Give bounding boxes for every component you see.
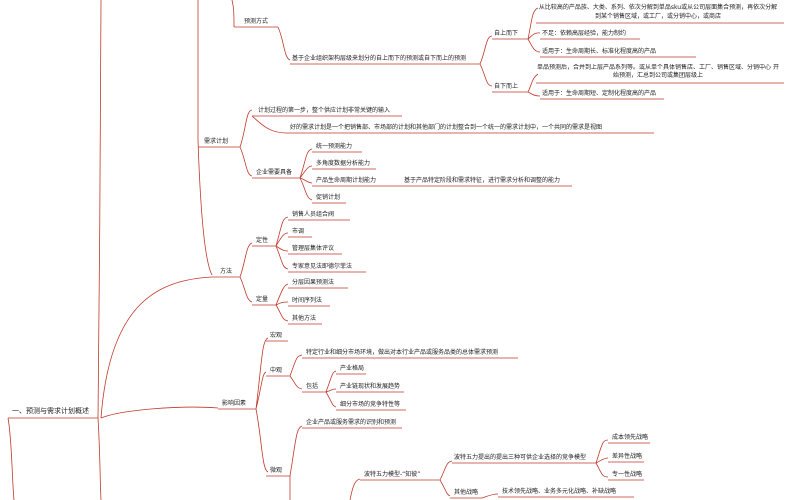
edge-micro-split xyxy=(289,425,303,500)
node-strat2[interactable]: 差异性战略 xyxy=(612,452,642,460)
node-q3[interactable]: 管理层集体评议 xyxy=(292,244,334,252)
node-macro[interactable]: 宏观 xyxy=(270,331,282,339)
edge-include-split xyxy=(325,370,337,408)
node-n2[interactable]: 时间序列法 xyxy=(292,296,322,304)
node-ability1[interactable]: 统一预测能力 xyxy=(316,142,352,150)
node-bottom-up-desc-box: 单品预测后，合并到上层产品系列等。或从单个具体销售店、工厂、销售区域、分销中心 … xyxy=(537,64,779,79)
node-plan-step1[interactable]: 计划过程的第一步，整个供应计划非常关键的输入 xyxy=(258,106,390,114)
node-porter-desc[interactable]: 波特五力提出的提出三种可供企业选择的竞争模型 xyxy=(454,453,586,461)
node-top-down[interactable]: 自上而下 xyxy=(494,29,518,37)
node-meso-desc[interactable]: 特定行业和细分市场环境，做出对本行业产品或服务品类的总体需求预测 xyxy=(306,348,498,356)
node-bottom-up-desc[interactable]: 单品预测后，合并到上层产品系列等。或从单个具体销售店、工厂、销售区域、分销中心 … xyxy=(537,64,779,79)
edge-root-to-method xyxy=(197,139,213,276)
edge-strat-split xyxy=(595,439,609,478)
node-ability4[interactable]: 促销计划 xyxy=(316,193,340,201)
node-other-strat[interactable]: 其他战略 xyxy=(454,488,478,496)
edge-root-left xyxy=(7,417,15,500)
edge-quantitative-split xyxy=(275,283,289,322)
node-bottom-up-fit[interactable]: 适用于：生命周期短、定制化程度高的产品 xyxy=(542,89,656,97)
node-micro[interactable]: 微观 xyxy=(270,466,282,474)
edge-root-to-factors-2 xyxy=(100,406,219,419)
edge-qualitative-split xyxy=(275,216,289,270)
node-top-down-fit[interactable]: 适用于：生命周期长、标准化程度高的产品 xyxy=(542,47,656,55)
edge-method-split xyxy=(239,242,253,303)
edge-root-to-factors xyxy=(100,276,213,419)
node-forecast-method[interactable]: 预测方式 xyxy=(244,17,268,25)
edge-enterprise-need-split xyxy=(299,148,313,201)
edge-root-trunk-down xyxy=(97,417,102,500)
edge-bottom-up-split xyxy=(527,73,541,97)
node-quantitative[interactable]: 定量 xyxy=(256,295,268,303)
node-porter[interactable]: 波特五力模型-“知彼” xyxy=(364,470,420,478)
node-q4[interactable]: 专家意见法即德尔菲法 xyxy=(292,262,352,270)
edge-forecast-split xyxy=(479,35,493,87)
edge-demand-plan-split xyxy=(239,109,253,177)
node-other-strat-desc[interactable]: 技术领先战略、业务多元化战略、补缺战略 xyxy=(502,487,616,495)
node-meso[interactable]: 中观 xyxy=(270,366,282,374)
edge-top-down-split xyxy=(527,7,541,53)
edge-forecast-method-stem xyxy=(231,0,235,28)
node-include[interactable]: 包括 xyxy=(306,382,318,390)
node-top-down-con[interactable]: 不足：依赖高层经验，能力制约 xyxy=(542,29,626,37)
node-q1[interactable]: 销售人员组合阀 xyxy=(292,210,334,218)
node-inc2[interactable]: 产业链现状和发展趋势 xyxy=(340,382,400,390)
edge-porter-split xyxy=(439,460,453,497)
edge-micro-to-porter xyxy=(349,478,361,500)
node-factors[interactable]: 影响因素 xyxy=(222,399,246,407)
edge-forecast-method-to-desc xyxy=(277,26,291,61)
node-demand-plan[interactable]: 需求计划 xyxy=(204,137,228,145)
node-root[interactable]: 一、预测与需求计划概述 xyxy=(12,406,89,415)
node-micro-desc[interactable]: 企业产品或服务需求的识别和预测 xyxy=(306,418,396,426)
node-q2[interactable]: 市调 xyxy=(292,227,304,235)
node-good-plan[interactable]: 好的需求计划是一个把销售部、市场部的计划和其他部门的计划整合到一个统一的需求计划… xyxy=(290,123,602,131)
node-qualitative[interactable]: 定性 xyxy=(256,236,268,244)
node-top-down-desc-box: 从比较高的产品族、大类、系列、依次分解到单品sku或从公司层面集合预测，再依次分… xyxy=(538,4,778,20)
edge-factors-split xyxy=(255,337,269,473)
node-ability3[interactable]: 产品生命周期计划能力 xyxy=(316,176,376,184)
node-method[interactable]: 方法 xyxy=(220,267,232,275)
node-bottom-up[interactable]: 自下而上 xyxy=(494,82,518,90)
node-top-down-desc[interactable]: 从比较高的产品族、大类、系列、依次分解到单品sku或从公司层面集合预测，再依次分… xyxy=(538,4,778,20)
node-n3[interactable]: 其他方法 xyxy=(292,314,316,322)
node-strat1[interactable]: 成本领先战略 xyxy=(612,433,648,441)
node-inc3[interactable]: 细分市场的竞争特性等 xyxy=(340,400,400,408)
node-inc1[interactable]: 产业格局 xyxy=(340,364,364,372)
node-n1[interactable]: 分层因果预测法 xyxy=(292,278,334,286)
node-forecast-desc[interactable]: 基于企业组织架构层级来划分的自上而下的预测或自下而上的预测 xyxy=(292,54,466,62)
node-enterprise-need[interactable]: 企业需要具备 xyxy=(256,168,292,176)
edge-other-strat-link xyxy=(481,493,499,499)
edge-root-trunk xyxy=(97,0,102,419)
edge-meso-split xyxy=(289,354,303,390)
node-ability2[interactable]: 多角度数据分析能力 xyxy=(316,159,370,167)
edge-to-good-plan xyxy=(251,115,287,134)
node-ability3-desc[interactable]: 基于产品特定阶段和需求特征，进行需求分析和调整的能力 xyxy=(404,176,560,184)
node-strat3[interactable]: 专一性战略 xyxy=(612,470,642,478)
